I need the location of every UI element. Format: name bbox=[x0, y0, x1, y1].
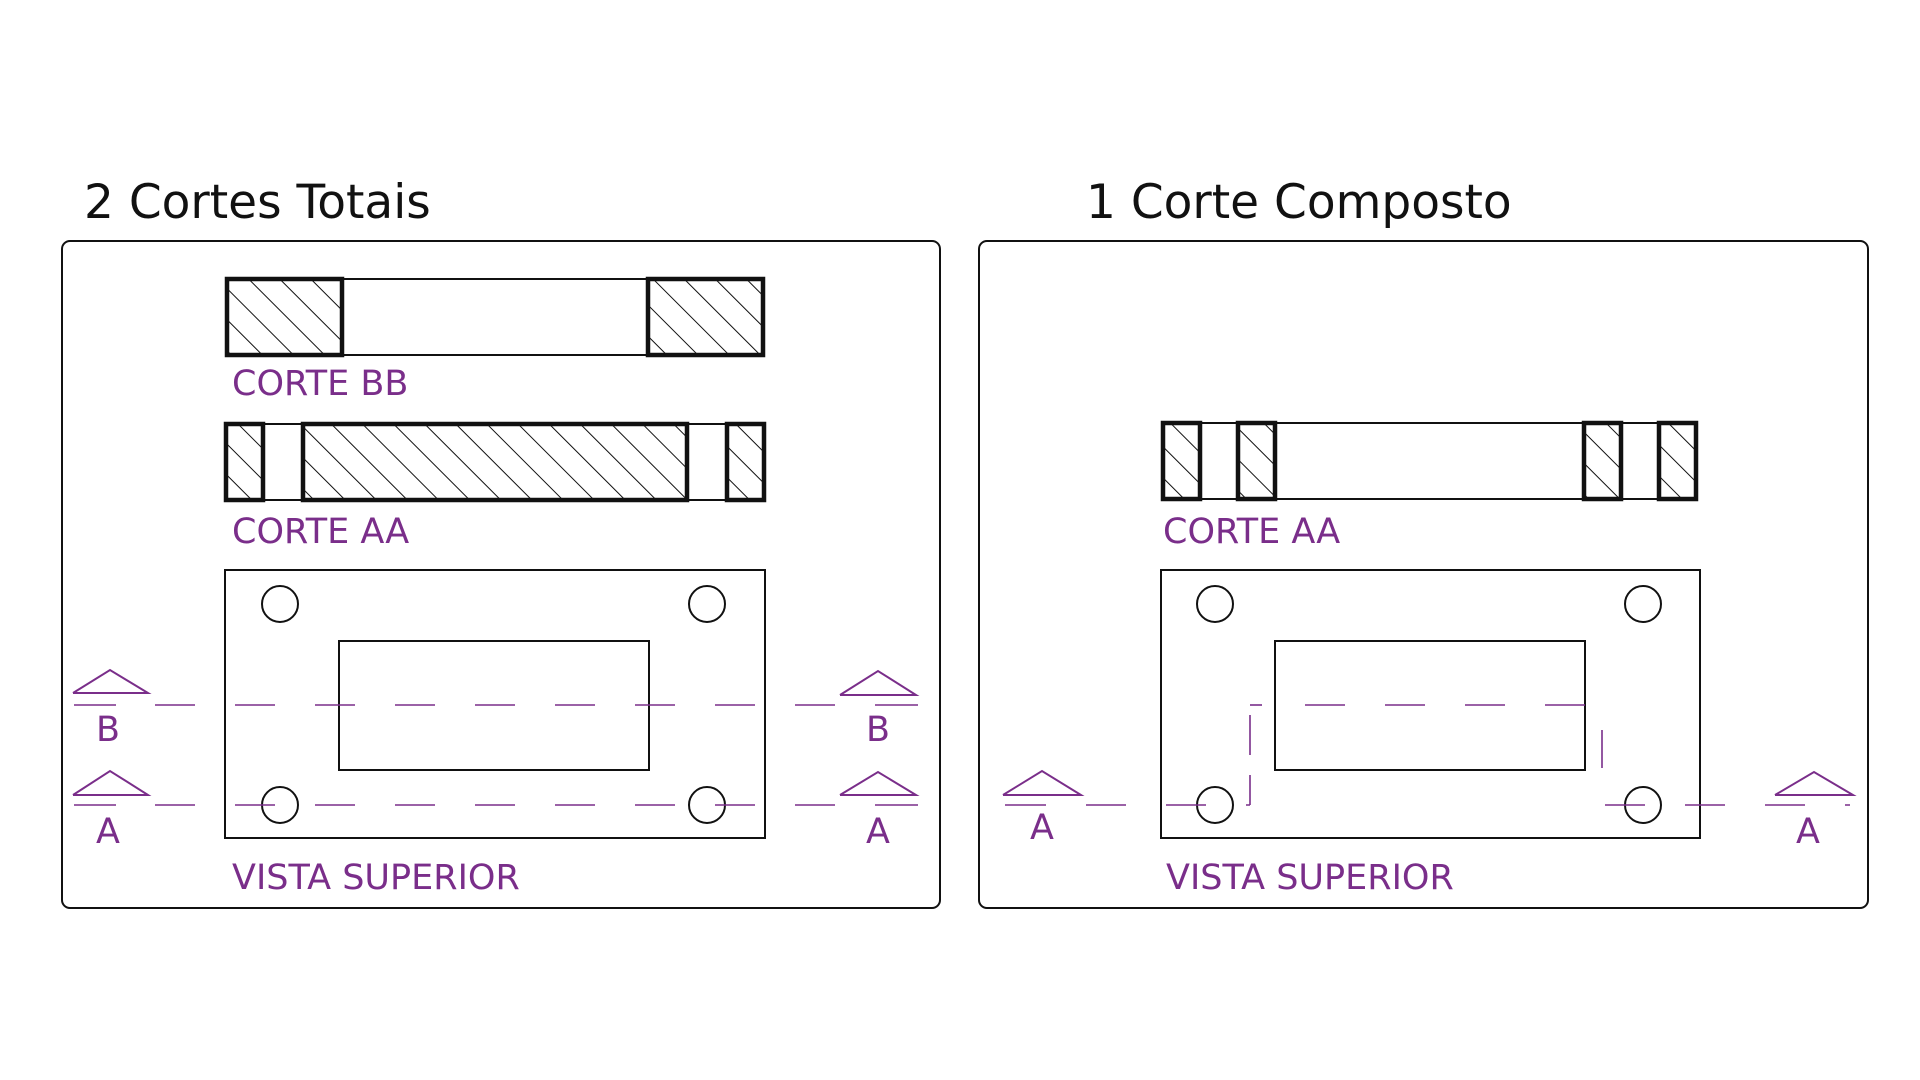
composite-cutting-plane bbox=[1002, 704, 1857, 806]
arrow-composite-right-icon bbox=[1774, 770, 1857, 796]
arrow-a-right-icon bbox=[839, 770, 920, 796]
top-view-right bbox=[1160, 569, 1701, 839]
hole-top-right-right bbox=[1624, 585, 1662, 623]
label-corte-aa-right: CORTE AA bbox=[1163, 512, 1340, 552]
hole-top-right bbox=[688, 585, 726, 623]
right-panel-frame bbox=[978, 240, 1869, 909]
top-view-left bbox=[224, 569, 766, 839]
label-vista-superior-left: VISTA SUPERIOR bbox=[232, 858, 520, 898]
cut-letter-a-left: A bbox=[96, 812, 120, 852]
hole-top-left bbox=[261, 585, 299, 623]
composite-hatch-2 bbox=[1235, 420, 1278, 502]
right-panel-title: 1 Corte Composto bbox=[1086, 175, 1512, 230]
right-panel: 1 Corte Composto CORTE AA VISTA SUPERIOR bbox=[978, 175, 1869, 909]
top-view-outline bbox=[224, 569, 766, 839]
arrow-composite-left-icon bbox=[1002, 769, 1085, 796]
section-bb-hatch-right bbox=[645, 276, 766, 358]
left-panel: 2 Cortes Totais CORTE BB CORTE AA VISTA … bbox=[61, 175, 941, 909]
top-view-outline-right bbox=[1160, 569, 1701, 839]
arrow-b-left-icon bbox=[72, 668, 152, 694]
hole-top-left-right bbox=[1196, 585, 1234, 623]
section-aa-hatch-3 bbox=[724, 421, 767, 503]
section-aa-hatch-2 bbox=[300, 421, 690, 503]
cutting-plane-b bbox=[72, 668, 920, 706]
composite-hatch-4 bbox=[1656, 420, 1699, 502]
cut-letter-a-left-right: A bbox=[1030, 808, 1054, 848]
section-aa-drawing-left bbox=[223, 421, 767, 503]
cut-letter-a-right-right: A bbox=[1796, 812, 1820, 852]
label-corte-aa-left: CORTE AA bbox=[232, 512, 409, 552]
label-vista-superior-right: VISTA SUPERIOR bbox=[1166, 858, 1454, 898]
composite-hatch-1 bbox=[1160, 420, 1203, 502]
left-panel-frame bbox=[61, 240, 941, 909]
cut-letter-b-left: B bbox=[96, 710, 120, 750]
arrow-a-left-icon bbox=[72, 769, 152, 796]
cut-letter-b-right: B bbox=[866, 710, 890, 750]
section-bb-hatch-left bbox=[224, 276, 345, 358]
section-aa-hatch-1 bbox=[223, 421, 266, 503]
cut-letter-a-right: A bbox=[866, 812, 890, 852]
arrow-b-right-icon bbox=[839, 669, 920, 696]
cutting-plane-a-left bbox=[72, 769, 920, 806]
label-corte-bb: CORTE BB bbox=[232, 364, 408, 404]
left-panel-title: 2 Cortes Totais bbox=[84, 175, 431, 230]
composite-hatch-3 bbox=[1581, 420, 1624, 502]
section-bb-drawing bbox=[224, 276, 766, 358]
section-aa-drawing-right bbox=[1160, 420, 1699, 502]
